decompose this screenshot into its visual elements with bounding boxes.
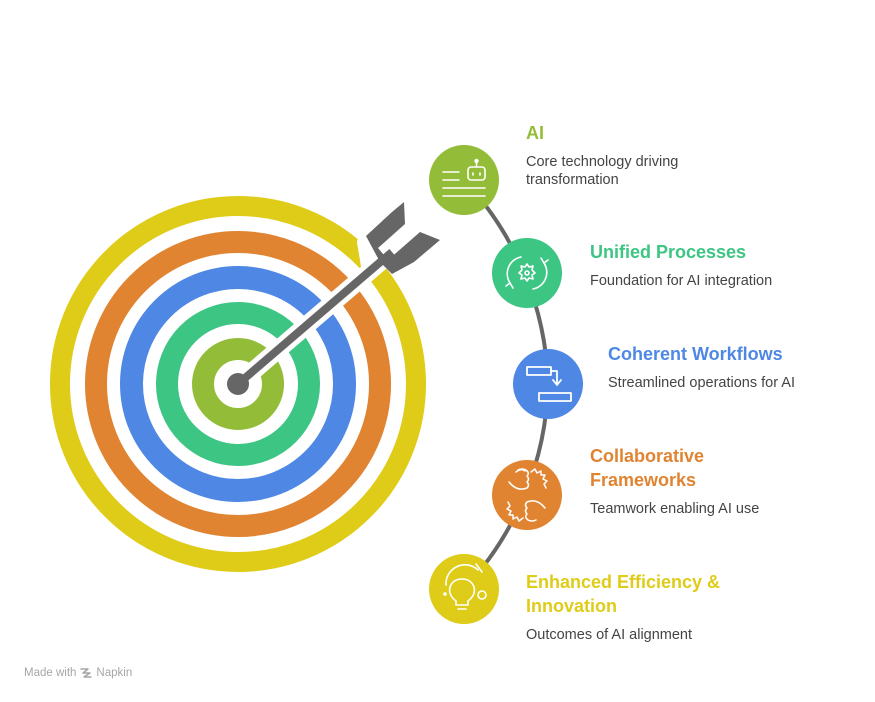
step-1-description: Core technology driving transformation (526, 154, 679, 188)
watermark: Made with Napkin (24, 667, 132, 679)
arrow-shaft (235, 248, 395, 388)
step-2-title: Unified Processes (590, 242, 747, 262)
gear-cycle-icon (505, 256, 549, 290)
robot-document-icon (442, 158, 486, 197)
workflow-icon (526, 366, 572, 402)
step-3-label: Coherent Workflows Streamlined operation… (608, 342, 868, 392)
ring-green (156, 302, 320, 466)
step-3-description: Streamlined operations for AI (608, 375, 795, 391)
ring-blue (120, 266, 356, 502)
arrow-fletching (366, 202, 440, 274)
step-4-description: Teamwork enabling AI use (590, 501, 760, 517)
fist-bump-icon (506, 468, 548, 522)
step-5-description: Outcomes of AI alignment (526, 627, 693, 643)
step-5-title: Enhanced Efficiency & Innovation (526, 572, 721, 616)
step-1-node (429, 145, 499, 215)
step-4-title: Collaborative Frameworks (590, 446, 705, 490)
step-3-title: Coherent Workflows (608, 344, 783, 364)
step-5-label: Enhanced Efficiency & Innovation Outcome… (526, 570, 746, 644)
step-1-label: AI Core technology driving transformatio… (526, 121, 756, 189)
arrow (227, 197, 445, 395)
ring-yellow (50, 196, 426, 572)
arrow-tip (227, 373, 249, 395)
ring-orange (85, 231, 391, 537)
watermark-prefix: Made with (24, 667, 77, 679)
step-2-label: Unified Processes Foundation for AI inte… (590, 240, 850, 290)
napkin-logo-icon (80, 668, 93, 678)
step-4-node (492, 460, 562, 530)
step-5-node (429, 554, 499, 624)
target (50, 196, 426, 572)
watermark-brand: Napkin (96, 667, 133, 679)
ring-lime (192, 338, 284, 430)
step-2-description: Foundation for AI integration (590, 273, 773, 289)
step-3-node (513, 349, 583, 419)
lightbulb-icon (443, 563, 487, 610)
step-1-title: AI (526, 123, 544, 143)
step-2-node (492, 238, 562, 308)
step-4-label: Collaborative Frameworks Teamwork enabli… (590, 444, 759, 518)
